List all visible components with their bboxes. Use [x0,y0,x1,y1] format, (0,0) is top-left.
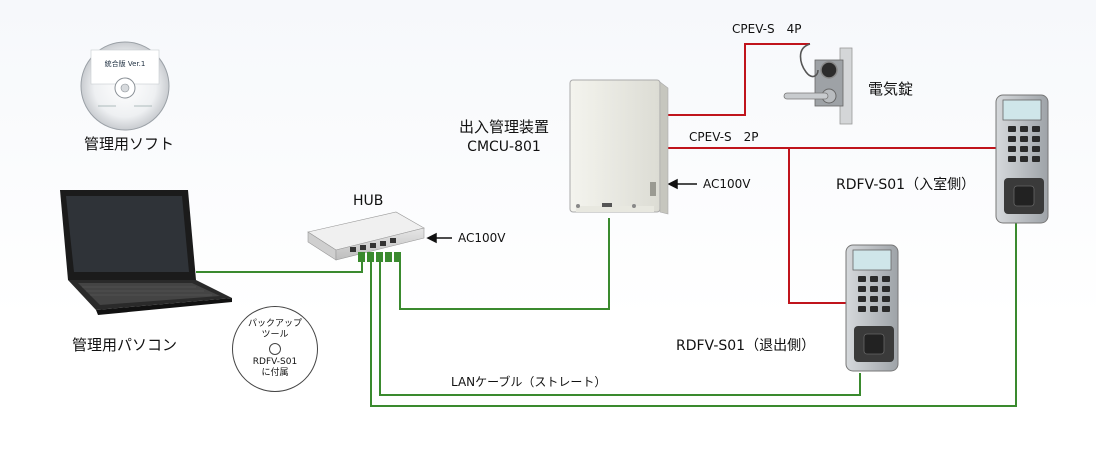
pc-label: 管理用パソコン [72,336,178,354]
lan-line-hub-reader-entry [370,222,1017,407]
lan-line-hub-reader-exit [379,262,861,396]
laptop-icon [60,190,232,315]
lock-label: 電気錠 [868,80,914,98]
disc-note-line2: ツール [261,329,289,340]
disc-hole-icon [269,343,281,355]
cable-4p-label: CPEV-S 4P [732,22,802,36]
lan-line-hub-controller [399,218,610,310]
controller-power-label: AC100V [703,177,751,191]
reader-entry-icon [995,94,1049,224]
control-lines [660,43,1000,304]
lan-lines [196,218,1017,407]
cable-2p-branch [788,148,848,304]
backup-tool-disc: パックアップ ツール RDFV-S01 に付属 [232,306,318,392]
lan-line-pc-hub [196,262,363,273]
lan-cable-label: LANケーブル（ストレート） [451,375,607,389]
hub-icon [307,211,425,262]
hub-label: HUB [353,193,384,209]
reader-exit-icon [845,244,899,372]
cable-2p-label: CPEV-S 2P [689,130,759,144]
software-label: 管理用ソフト [84,135,175,153]
disc-title-text: 統合版 Ver.1 [105,59,146,68]
hub-power-label: AC100V [458,231,506,245]
controller-power-arrow [667,178,697,190]
controller-box-icon [569,79,669,215]
disc-note-line1: パックアップ [247,318,302,329]
electric-lock-icon [783,43,853,125]
disc-note-line3: RDFV-S01 [252,357,298,367]
software-disc-icon: 統合版 Ver.1 [80,41,170,131]
disc-note-line4: に付属 [261,368,289,379]
reader-entry-label: RDFV-S01（入室側） [836,177,976,193]
controller-name-label: 出入管理装置 [458,118,549,136]
controller-model-label: CMCU-801 [467,139,541,155]
power-arrows [426,178,697,244]
reader-exit-label: RDFV-S01（退出側） [676,338,816,354]
hub-power-arrow [426,232,452,244]
cable-4p-line [660,43,810,116]
